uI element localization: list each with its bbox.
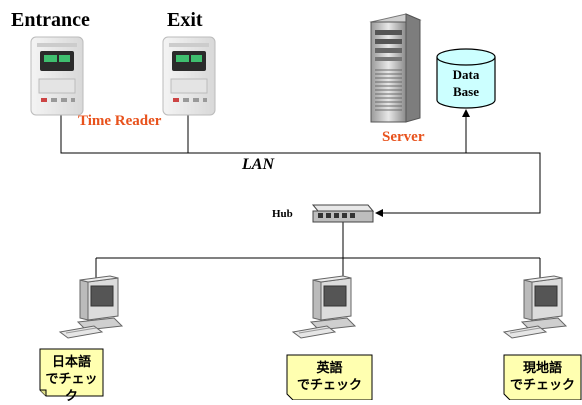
client-note-1-line1: 日本語	[51, 355, 91, 370]
client-note-3: 現地語 でチェック	[504, 360, 581, 394]
client-note-3-line2: でチェック	[509, 378, 575, 393]
client-note-1: 日本語 でチェック	[40, 354, 103, 405]
database-label: Data Base	[437, 66, 495, 100]
lan-label: LAN	[242, 156, 274, 173]
hub-label: Hub	[272, 208, 293, 220]
client-note-2: 英語 でチェック	[287, 360, 372, 394]
note-box-1	[39, 348, 104, 397]
hub-icon	[311, 204, 375, 223]
server-icon	[369, 13, 422, 123]
time-reader-entrance-icon	[30, 36, 84, 116]
client-note-2-line2: でチェック	[296, 378, 362, 393]
client-pc-3-icon	[502, 275, 568, 339]
time-reader-exit-icon	[162, 36, 216, 116]
client-note-2-line1: 英語	[316, 361, 343, 376]
lan-connections	[60, 109, 541, 300]
note-box-3	[503, 354, 582, 400]
exit-label: Exit	[167, 9, 203, 31]
client-pc-2-icon	[291, 275, 357, 339]
time-reader-label: Time Reader	[78, 113, 162, 129]
database-icon	[436, 48, 496, 109]
entrance-label: Entrance	[11, 9, 90, 31]
server-label: Server	[382, 129, 425, 145]
database-label-line1: Data	[452, 67, 480, 82]
note-box-2	[286, 354, 373, 400]
client-pc-1-icon	[58, 275, 124, 339]
client-note-3-line1: 現地語	[522, 361, 562, 376]
database-label-line2: Base	[453, 84, 479, 99]
